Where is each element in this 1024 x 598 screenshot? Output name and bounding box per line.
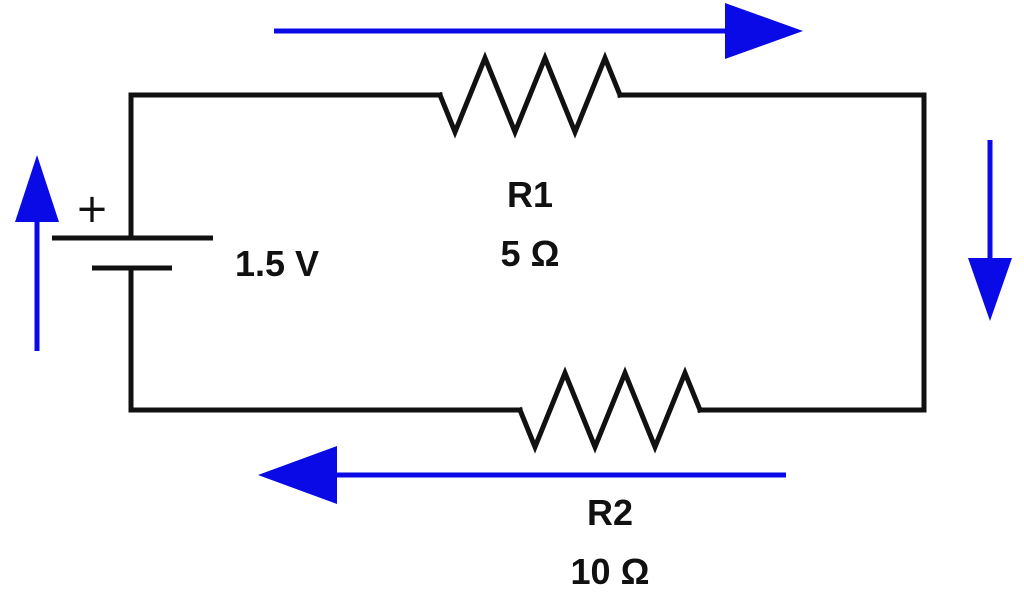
current-arrow-bottom [258, 446, 786, 504]
resistor-r1-value-label: 5 Ω [501, 233, 560, 274]
current-arrow-right-head [968, 258, 1012, 321]
current-arrow-left-head [15, 155, 59, 222]
resistor-r1-symbol [436, 51, 624, 139]
resistor-r2-name-label: R2 [587, 492, 633, 533]
circuit-wire-loop [128, 92, 927, 413]
current-arrow-bottom-head [258, 446, 337, 504]
resistor-r2-value-label: 10 Ω [571, 551, 650, 592]
battery-voltage-label: 1.5 V [235, 243, 319, 284]
battery-plus-sign: + [75, 186, 109, 232]
resistor-r1-name-label: R1 [507, 174, 553, 215]
current-arrow-right [968, 140, 1012, 321]
current-arrow-top-head [725, 3, 803, 59]
resistor-r2-symbol [516, 366, 704, 454]
current-arrow-top [274, 3, 803, 59]
current-arrow-left [15, 155, 59, 351]
